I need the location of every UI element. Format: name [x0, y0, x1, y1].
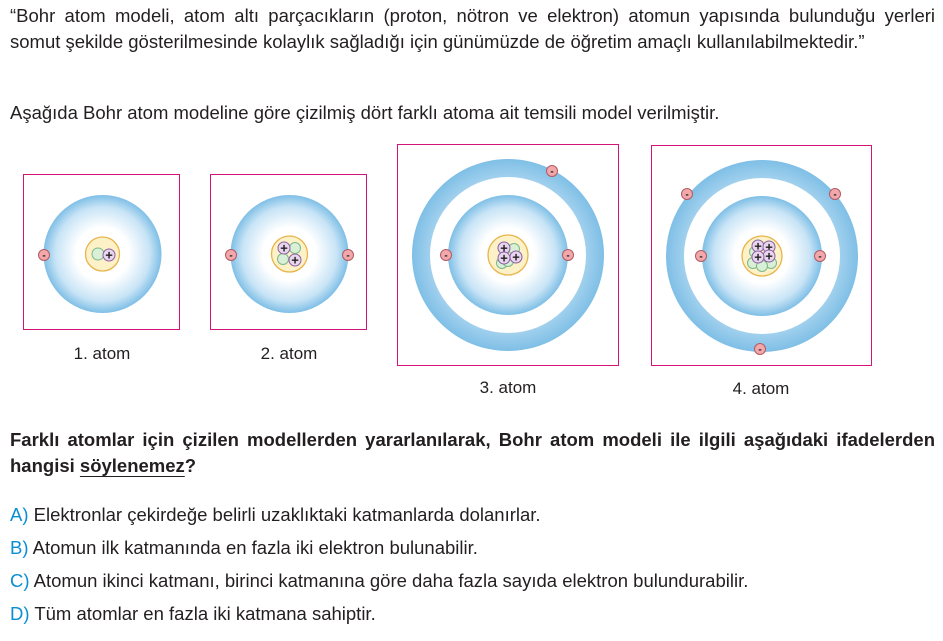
electron-sign: -	[833, 190, 836, 201]
electron-sign: -	[229, 251, 232, 262]
atom-1-figure: + -	[23, 174, 180, 330]
proton-sign: +	[765, 240, 773, 255]
atom-2-svg: + + - -	[225, 195, 354, 313]
electron-sign: -	[346, 251, 349, 262]
proton	[751, 250, 765, 264]
option-c-text: Atomun ikinci katmanı, birinci katmanına…	[33, 570, 749, 591]
electron	[546, 165, 558, 177]
proton-sign: +	[291, 253, 299, 268]
proton	[497, 251, 511, 265]
proton-sign: +	[754, 250, 762, 265]
option-b[interactable]: B) Atomun ilk katmanında en fazla iki el…	[10, 535, 478, 561]
proton-sign: +	[512, 250, 520, 265]
option-d[interactable]: D) Tüm atomlar en fazla iki katmana sahi…	[10, 601, 376, 627]
atom-4-figure: + + + + - - - - -	[651, 145, 872, 366]
electron	[225, 249, 237, 261]
electron	[38, 249, 50, 261]
question-stem: Farklı atomlar için çizilen modellerden …	[10, 427, 935, 479]
option-d-text: Tüm atomlar en fazla iki katmana sahipti…	[34, 603, 376, 624]
proton-sign: +	[280, 241, 288, 256]
electron-sign: -	[818, 252, 821, 263]
electron-sign: -	[685, 190, 688, 201]
electron-sign: -	[566, 251, 569, 262]
electron	[829, 188, 841, 200]
option-a-text: Elektronlar çekirdeğe belirli uzaklıktak…	[33, 504, 541, 525]
proton-sign: +	[500, 251, 508, 266]
electron-sign: -	[699, 252, 702, 263]
atom-1-svg: + -	[38, 195, 162, 313]
proton	[277, 241, 291, 255]
electron	[562, 249, 574, 261]
electron-sign: -	[758, 345, 761, 356]
electron-sign: -	[550, 167, 553, 178]
atom-3-svg: + + + - - -	[412, 159, 604, 351]
question-mark: ?	[184, 455, 197, 476]
option-c-letter: C)	[10, 570, 30, 591]
proton-sign: +	[500, 241, 508, 256]
electron	[695, 250, 707, 262]
atom-2-label: 2. atom	[260, 344, 318, 363]
electron	[814, 250, 826, 262]
proton-sign: +	[765, 249, 773, 264]
proton-sign: +	[754, 239, 762, 254]
electron	[440, 249, 452, 261]
question-text: Farklı atomlar için çizilen modellerden …	[10, 429, 935, 476]
intro-quote: “Bohr atom modeli, atom altı parçacıklar…	[10, 5, 935, 52]
atom-4-label: 4. atom	[732, 379, 790, 398]
option-a[interactable]: A) Elektronlar çekirdeğe belirli uzaklık…	[10, 502, 541, 528]
atom-3-figure: + + + - - -	[397, 144, 619, 366]
option-d-letter: D)	[10, 603, 30, 624]
neutron	[91, 247, 105, 261]
option-b-letter: B)	[10, 537, 29, 558]
option-a-letter: A)	[10, 504, 29, 525]
atom-3-label: 3. atom	[479, 378, 537, 397]
nucleus	[270, 235, 309, 273]
proton	[288, 253, 302, 267]
electron-sign: -	[42, 251, 45, 262]
electron	[754, 343, 766, 355]
atom-1-label: 1. atom	[73, 344, 131, 363]
proton-sign: +	[105, 248, 113, 263]
lead-sentence: Aşağıda Bohr atom modeline göre çizilmiş…	[10, 102, 720, 123]
question-keyword: söylenemez	[79, 455, 185, 476]
option-b-text: Atomun ilk katmanında en fazla iki elekt…	[32, 537, 478, 558]
electron	[681, 188, 693, 200]
electron-sign: -	[444, 251, 447, 262]
electron	[342, 249, 354, 261]
proton	[102, 248, 116, 262]
option-c[interactable]: C) Atomun ikinci katmanı, birinci katman…	[10, 568, 748, 594]
atom-2-figure: + + - -	[210, 174, 367, 330]
atom-4-svg: + + + + - - - - -	[666, 160, 858, 356]
